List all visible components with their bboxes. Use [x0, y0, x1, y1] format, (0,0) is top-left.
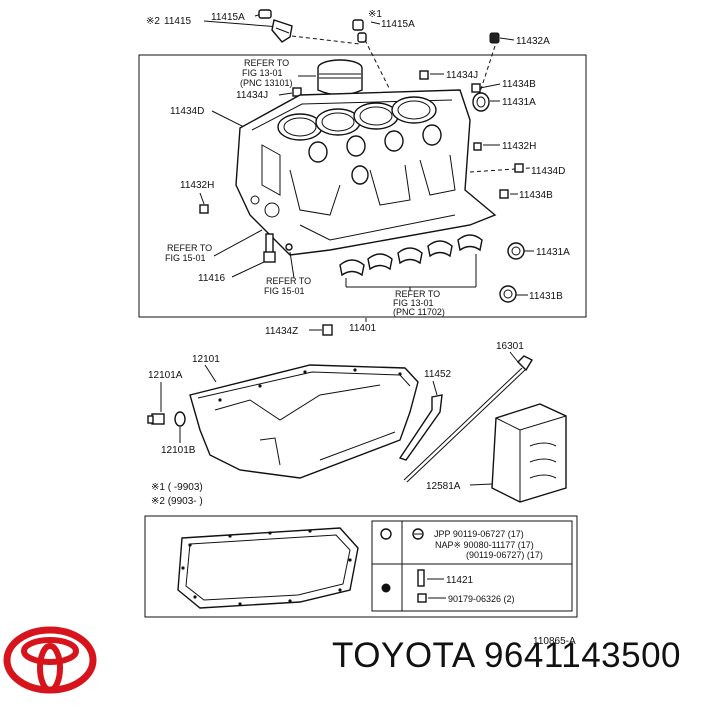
gasket-washer-part	[174, 411, 186, 427]
leader-line	[204, 364, 217, 383]
leader-line	[199, 192, 205, 205]
dowel-part	[471, 83, 481, 93]
dowel-part	[419, 70, 429, 80]
dipstick-part	[403, 355, 533, 483]
plug-part	[489, 32, 500, 44]
sealant-panel-frame	[144, 515, 578, 618]
leader-line	[479, 83, 501, 89]
bolt-symbol	[412, 528, 424, 540]
footnote-2: ※2 (9903- )	[151, 496, 203, 507]
label-11415-left: 11415	[164, 16, 192, 27]
block-frame	[138, 54, 587, 318]
label-11431A-top: 11431A	[502, 97, 536, 108]
pin-part	[285, 243, 293, 251]
sealant-table	[371, 520, 573, 612]
leader-line	[203, 20, 281, 28]
dowel-part	[322, 324, 333, 336]
refer-fig-13-01-line1: REFER TO	[244, 58, 289, 68]
dashed-leader	[364, 39, 391, 91]
label-11434B-top: 11434B	[502, 79, 536, 90]
refer-fig-13-01-line2: FIG 13-01	[242, 68, 283, 78]
refer-fig-13-01b-line1: REFER TO	[395, 289, 440, 299]
drain-plug-part	[147, 413, 165, 425]
label-11432H-right: 11432H	[502, 141, 536, 152]
dashed-leader	[291, 35, 361, 45]
dowel-part	[499, 189, 509, 199]
footnote-1: ※1 ( -9903)	[151, 482, 203, 493]
oil-pan-part	[189, 364, 419, 479]
label-11434J-top: 11434J	[446, 70, 478, 81]
label-16301: 16301	[496, 341, 524, 352]
label-11431A-right: 11431A	[536, 247, 570, 258]
label-11415A-right: 11415A	[381, 19, 415, 30]
leader-line	[213, 229, 263, 257]
sealant-row1-line3: (90119-06727) (17)	[466, 550, 543, 560]
refer-fig-13-01b-line3: (PNC 11702)	[393, 307, 445, 317]
pan-gasket-outline	[177, 527, 359, 609]
refer-fig-15-01b-line1: REFER TO	[266, 276, 311, 286]
oil-pressure-sensor-part	[258, 9, 293, 43]
label-11432H-left: 11432H	[180, 180, 214, 191]
label-11452: 11452	[424, 369, 452, 380]
leader-line	[509, 351, 519, 363]
leader-line	[370, 21, 381, 25]
sealant-row1-line1: JPP 90119-06727 (17)	[434, 529, 524, 539]
refer-fig-15-01a-line2: FIG 15-01	[165, 253, 206, 263]
thrust-washer-part	[507, 242, 525, 260]
leader-line	[231, 261, 265, 278]
dowel-part	[514, 163, 524, 173]
label-12101B: 12101B	[161, 445, 196, 456]
drain-plug-part	[263, 233, 276, 263]
label-11434Z: 11434Z	[265, 326, 298, 337]
dashed-leader	[479, 45, 496, 93]
main-bearing-set-part	[339, 234, 483, 277]
refer-fig-15-01b-line2: FIG 15-01	[264, 286, 305, 296]
dowel-part	[473, 142, 482, 151]
leader-line	[289, 251, 295, 279]
refer-fig-15-01a-line1: REFER TO	[167, 243, 212, 253]
bolt-symbol	[417, 593, 427, 603]
filled-circle-symbol	[381, 583, 391, 593]
toyota-logo-icon	[3, 626, 97, 694]
leader-line	[499, 37, 515, 41]
label-11434D-right: 11434D	[531, 166, 565, 177]
leader-line	[432, 380, 438, 396]
label-11401: 11401	[349, 323, 377, 334]
sealant-row2-part: 11421	[446, 575, 474, 586]
label-12101A: 12101A	[148, 370, 183, 381]
label-11432A: 11432A	[516, 36, 550, 47]
brand-part-number-title: TOYOTA 9641143500	[332, 636, 682, 675]
label-11415A-left: 11415A	[211, 12, 245, 23]
plug-part	[472, 92, 490, 112]
label-11434B-right: 11434B	[519, 190, 553, 201]
oil-baffle-part	[491, 403, 567, 503]
sealant-row1-line2: NAP※ 90080-11177 (17)	[435, 540, 534, 550]
label-11431B: 11431B	[529, 291, 563, 302]
cylinder-block-part	[235, 89, 497, 256]
piston-part	[317, 59, 363, 96]
figure-number: 110865-A	[533, 636, 576, 647]
dowel-part	[199, 204, 209, 214]
label-11416: 11416	[198, 273, 226, 284]
open-circle-symbol	[380, 528, 392, 540]
label-11434J-left: 11434J	[236, 90, 268, 101]
label-11434D-left: 11434D	[170, 106, 204, 117]
refer-fig-13-01b-line2: FIG 13-01	[393, 298, 434, 308]
sealant-row2-bolt: 90179-06326 (2)	[448, 594, 515, 604]
plug-part	[352, 19, 367, 43]
label-12581A: 12581A	[426, 481, 461, 492]
dipstick-guide-part	[398, 394, 443, 461]
star1-prefix: ※1	[368, 9, 382, 20]
stud-bolt-part	[417, 569, 425, 587]
thrust-washer-part	[499, 285, 517, 303]
leader-line	[469, 483, 493, 486]
label-12101: 12101	[192, 354, 220, 365]
leader-line	[278, 92, 293, 96]
refer-fig-13-01-line3: (PNC 13101)	[240, 78, 293, 88]
star2-prefix: ※2	[146, 16, 160, 27]
